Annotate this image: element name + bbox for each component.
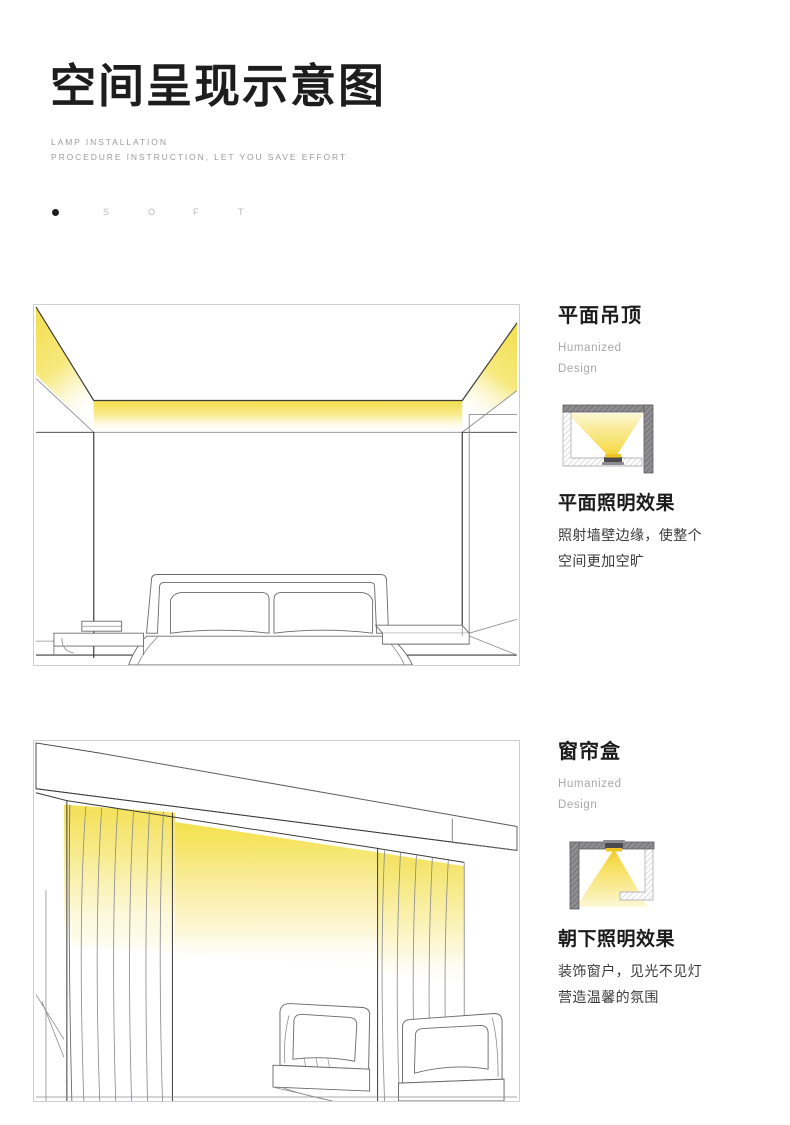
flat-ceiling-subtitle-line-2: Design <box>558 363 598 376</box>
soft-letter-s: S <box>103 207 111 217</box>
curtain-box-effect-title: 朝下照明效果 <box>558 928 676 950</box>
curtain-box-subtitle-line-1: Humanized <box>558 778 622 790</box>
soft-decoration-row: S O F T <box>52 207 283 217</box>
pelmet-downlight-profile-icon <box>558 837 670 913</box>
curtain-box-subtitle: Humanized Design <box>558 774 784 817</box>
cove-uplight-profile-icon <box>558 401 670 477</box>
flat-ceiling-effect-desc-line-1: 照射墙壁边缘，使整个 <box>558 527 702 544</box>
flat-ceiling-subtitle-line-1: Humanized <box>558 342 622 354</box>
header-subtitle-line-1: LAMP INSTALLATION <box>51 137 168 147</box>
soft-letters: S O F T <box>103 207 283 217</box>
flat-ceiling-effect-desc-line-2: 空间更加空旷 <box>558 553 645 570</box>
livingroom-line-art <box>35 742 518 1101</box>
cove-uplight-diagram <box>562 404 654 473</box>
flat-ceiling-bedroom-scene <box>33 304 520 666</box>
curtain-box-info: 窗帘盒 Humanized Design <box>558 740 784 1011</box>
flat-ceiling-info: 平面吊顶 Humanized Design <box>558 304 784 575</box>
flat-ceiling-title: 平面吊顶 <box>558 305 642 327</box>
curtain-box-subtitle-line-2: Design <box>558 799 598 812</box>
curtain-box-effect-desc-line-1: 装饰窗户，见光不见灯 <box>558 963 702 980</box>
curtain-box-effect-desc-line-2: 营造温馨的氛围 <box>558 989 659 1006</box>
flat-ceiling-effect-title: 平面照明效果 <box>558 492 676 514</box>
page-title: 空间呈现示意图 <box>50 60 386 112</box>
header-subtitle-line-2: PROCEDURE INSTRUCTION, LET YOU SAVE EFFO… <box>51 152 347 162</box>
bedroom-line-art <box>35 306 518 665</box>
flat-ceiling-subtitle: Humanized Design <box>558 338 784 381</box>
flat-ceiling-effect-desc: 照射墙壁边缘，使整个 空间更加空旷 <box>558 523 784 575</box>
soft-letter-t: T <box>238 207 245 217</box>
pelmet-downlight-diagram <box>569 839 655 909</box>
curtain-box-livingroom-scene <box>33 740 520 1102</box>
soft-letter-f: F <box>193 207 200 217</box>
curtain-box-title: 窗帘盒 <box>558 741 621 763</box>
bullet-dot-icon <box>52 208 59 216</box>
soft-letter-o: O <box>148 207 157 217</box>
curtain-box-effect-desc: 装饰窗户，见光不见灯 营造温馨的氛围 <box>558 959 784 1011</box>
